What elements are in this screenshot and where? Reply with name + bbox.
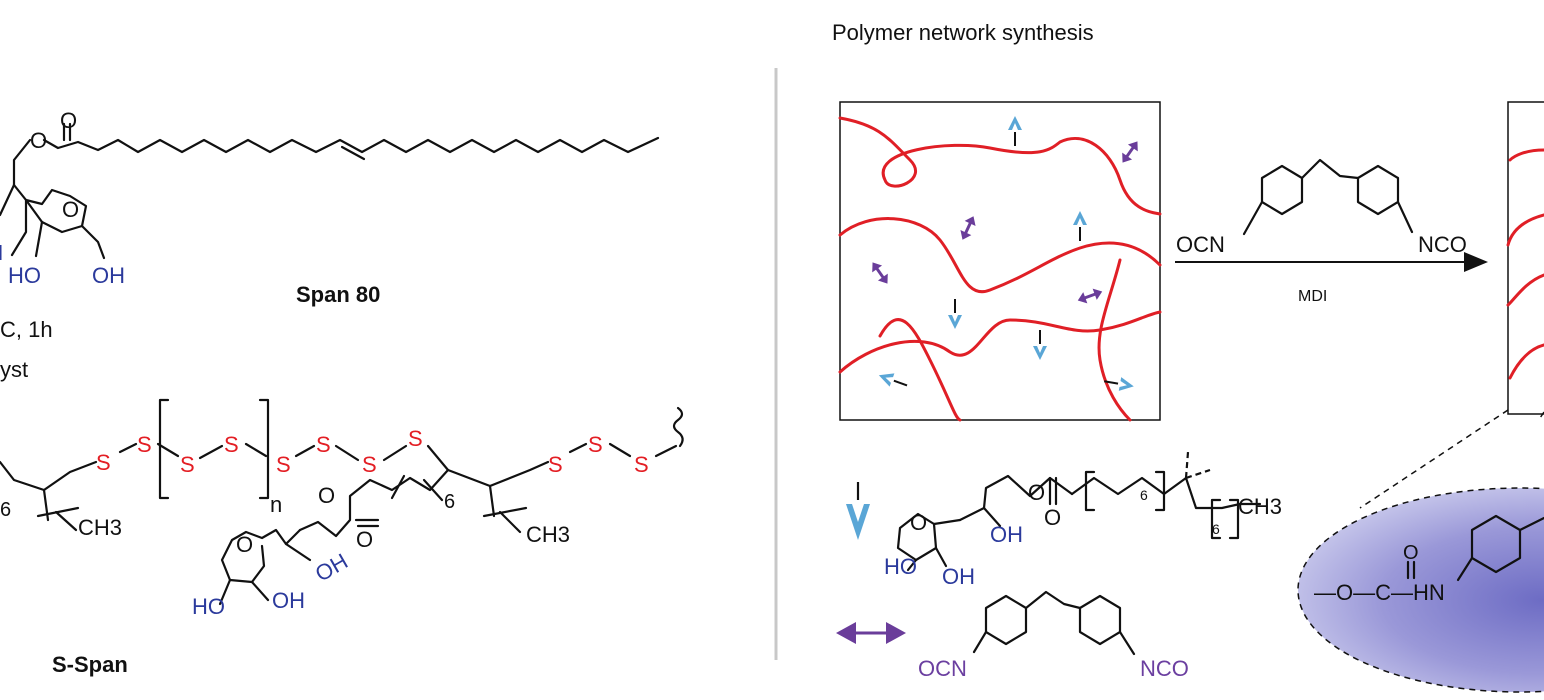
sspan-oh: OH <box>272 588 305 613</box>
sspan-ho: HO <box>192 594 225 619</box>
span80-structure <box>0 122 660 260</box>
sspan-carbonyl-o: O <box>356 527 373 552</box>
zoom-carbonyl-o: O <box>1403 542 1419 564</box>
product-network-box <box>1506 101 1544 415</box>
sspan-s7: S <box>362 452 377 477</box>
legend-sub6b: 6 <box>1212 521 1220 537</box>
span80-ho: HO <box>8 263 41 288</box>
mdi-reagent-structure <box>1175 158 1488 272</box>
legend-mdi-symbol <box>836 622 906 644</box>
sspan-s6: S <box>316 432 331 457</box>
sspan-s1: S <box>96 450 111 475</box>
legend-span-structure <box>896 451 1262 572</box>
sspan-ch3-left: CH3 <box>78 515 122 540</box>
legend-oh2: OH <box>942 564 975 589</box>
legend-ring-o: O <box>910 510 927 535</box>
sspan-oh-side: OH <box>311 548 352 586</box>
sspan-s8: S <box>408 426 423 451</box>
sspan-ester-o: O <box>318 483 335 508</box>
sspan-ring-o: O <box>236 532 253 557</box>
span80-oh: OH <box>92 263 125 288</box>
sspan-n: n <box>270 492 282 517</box>
legend-ocn: OCN <box>918 656 967 681</box>
panel-title: Polymer network synthesis <box>832 20 1094 45</box>
sspan-s11: S <box>634 452 649 477</box>
sspan-s3: S <box>180 452 195 477</box>
legend-oh: OH <box>990 522 1023 547</box>
legend-sub6a: 6 <box>1140 487 1148 503</box>
reaction-conditions-temp: C, 1h <box>0 317 53 342</box>
mdi-label: MDI <box>1298 288 1327 305</box>
legend-mdi-structure <box>972 590 1136 656</box>
span80-ester-o: O <box>30 128 47 153</box>
sspan-sub6-right: 6 <box>444 491 455 513</box>
legend-span-symbol <box>846 482 870 540</box>
mdi-nco: NCO <box>1418 232 1467 257</box>
span80-carbonyl-o: O <box>60 108 77 133</box>
span80-ring-o: O <box>62 197 79 222</box>
sspan-s2: S <box>137 432 152 457</box>
zoom-callout <box>1297 409 1544 693</box>
sspan-name: S-Span <box>52 652 128 677</box>
sspan-structure <box>0 398 684 606</box>
zoom-linkage: —O—C—HN <box>1314 580 1445 605</box>
polymer-network-box <box>838 101 1162 422</box>
legend-ho: HO <box>884 554 917 579</box>
legend-nco: NCO <box>1140 656 1189 681</box>
mdi-ocn: OCN <box>1176 232 1225 257</box>
legend-ester-o: O <box>1028 480 1045 505</box>
sspan-sub6-left: 6 <box>0 499 11 521</box>
sspan-s9: S <box>548 452 563 477</box>
reaction-conditions-catalyst: yst <box>0 357 28 382</box>
span80-name: Span 80 <box>296 282 380 307</box>
legend-carbonyl-o: O <box>1044 505 1061 530</box>
sspan-s5: S <box>276 452 291 477</box>
sspan-ch3-right: CH3 <box>526 522 570 547</box>
sspan-s10: S <box>588 432 603 457</box>
sspan-s4: S <box>224 432 239 457</box>
legend-ch3: CH3 <box>1238 494 1282 519</box>
